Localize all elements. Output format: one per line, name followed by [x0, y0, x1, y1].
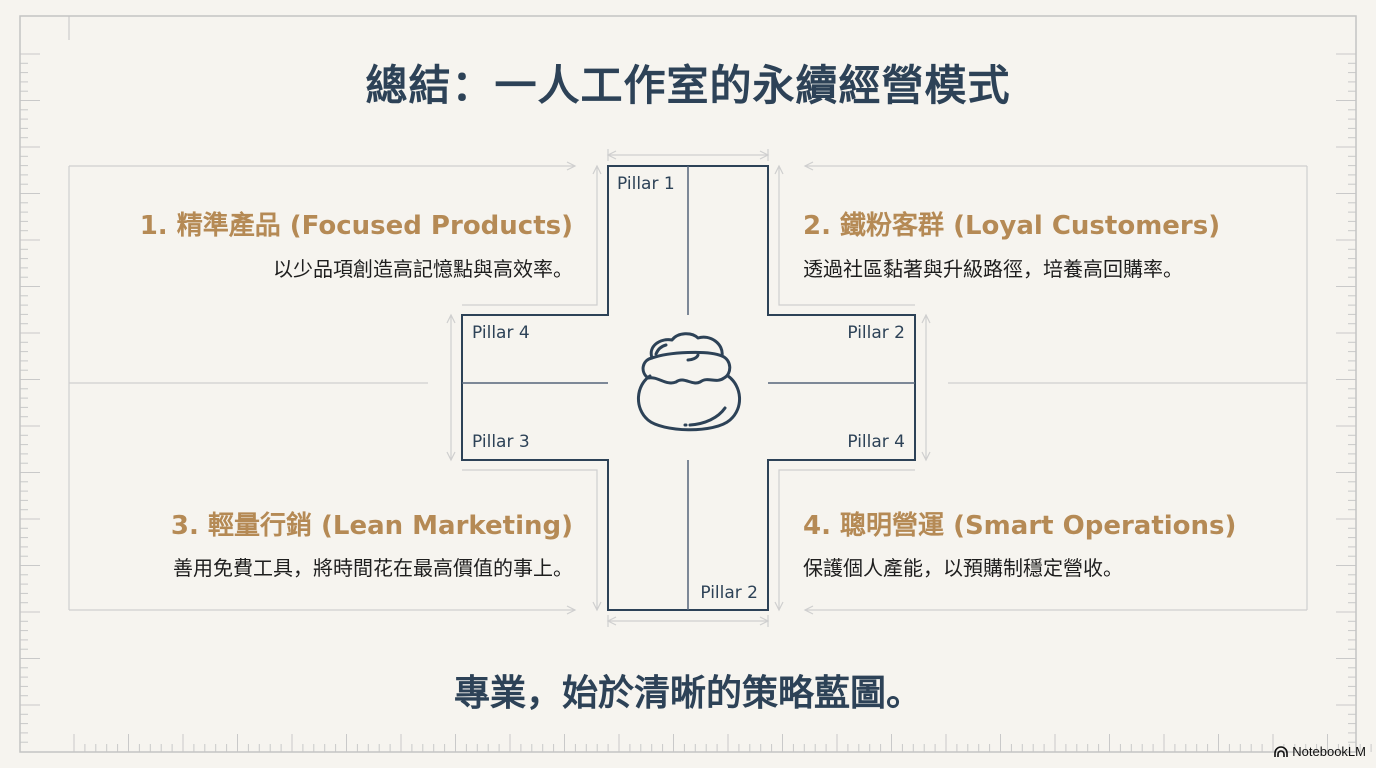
- pillar-4-heading: 4. 聰明營運 (Smart Operations): [803, 511, 1237, 541]
- pillar-1-description: 以少品項創造高記憶點與高效率。: [273, 257, 573, 281]
- cross-label-top: Pillar 1: [617, 174, 675, 194]
- guide-lines: [68, 149, 1308, 627]
- pillar-4-description: 保護個人產能，以預購制穩定營收。: [803, 556, 1123, 580]
- notebooklm-logo: NotebookLM: [1274, 744, 1366, 759]
- cross-label-right-upper: Pillar 2: [847, 323, 905, 343]
- pillar-2-description: 透過社區黏著與升級路徑，培養高回購率。: [803, 257, 1183, 281]
- footer-tagline: 專業，始於清晰的策略藍圖。: [453, 672, 922, 714]
- pillar-3-heading: 3. 輕量行銷 (Lean Marketing): [170, 511, 573, 541]
- cross-label-left-lower: Pillar 3: [472, 432, 530, 452]
- pillar-2-heading: 2. 鐵粉客群 (Loyal Customers): [803, 211, 1221, 241]
- cross-label-bottom: Pillar 2: [700, 583, 758, 603]
- ruler-ticks: [20, 53, 1372, 752]
- logo-text: NotebookLM: [1292, 744, 1366, 759]
- cross-inner-lines: [462, 166, 915, 610]
- outer-frame: [19, 15, 1357, 753]
- cross-outline: [461, 165, 916, 611]
- cross-label-right-lower: Pillar 4: [847, 432, 905, 452]
- cream-puff-icon: [637, 332, 741, 432]
- pillar-3-description: 善用免費工具，將時間花在最高價值的事上。: [173, 556, 573, 580]
- cross-label-left-upper: Pillar 4: [472, 323, 530, 343]
- page-title: 總結：一人工作室的永續經營模式: [365, 61, 1011, 110]
- pillar-1-heading: 1. 精準產品 (Focused Products): [139, 211, 573, 241]
- notebooklm-icon: [1274, 745, 1289, 757]
